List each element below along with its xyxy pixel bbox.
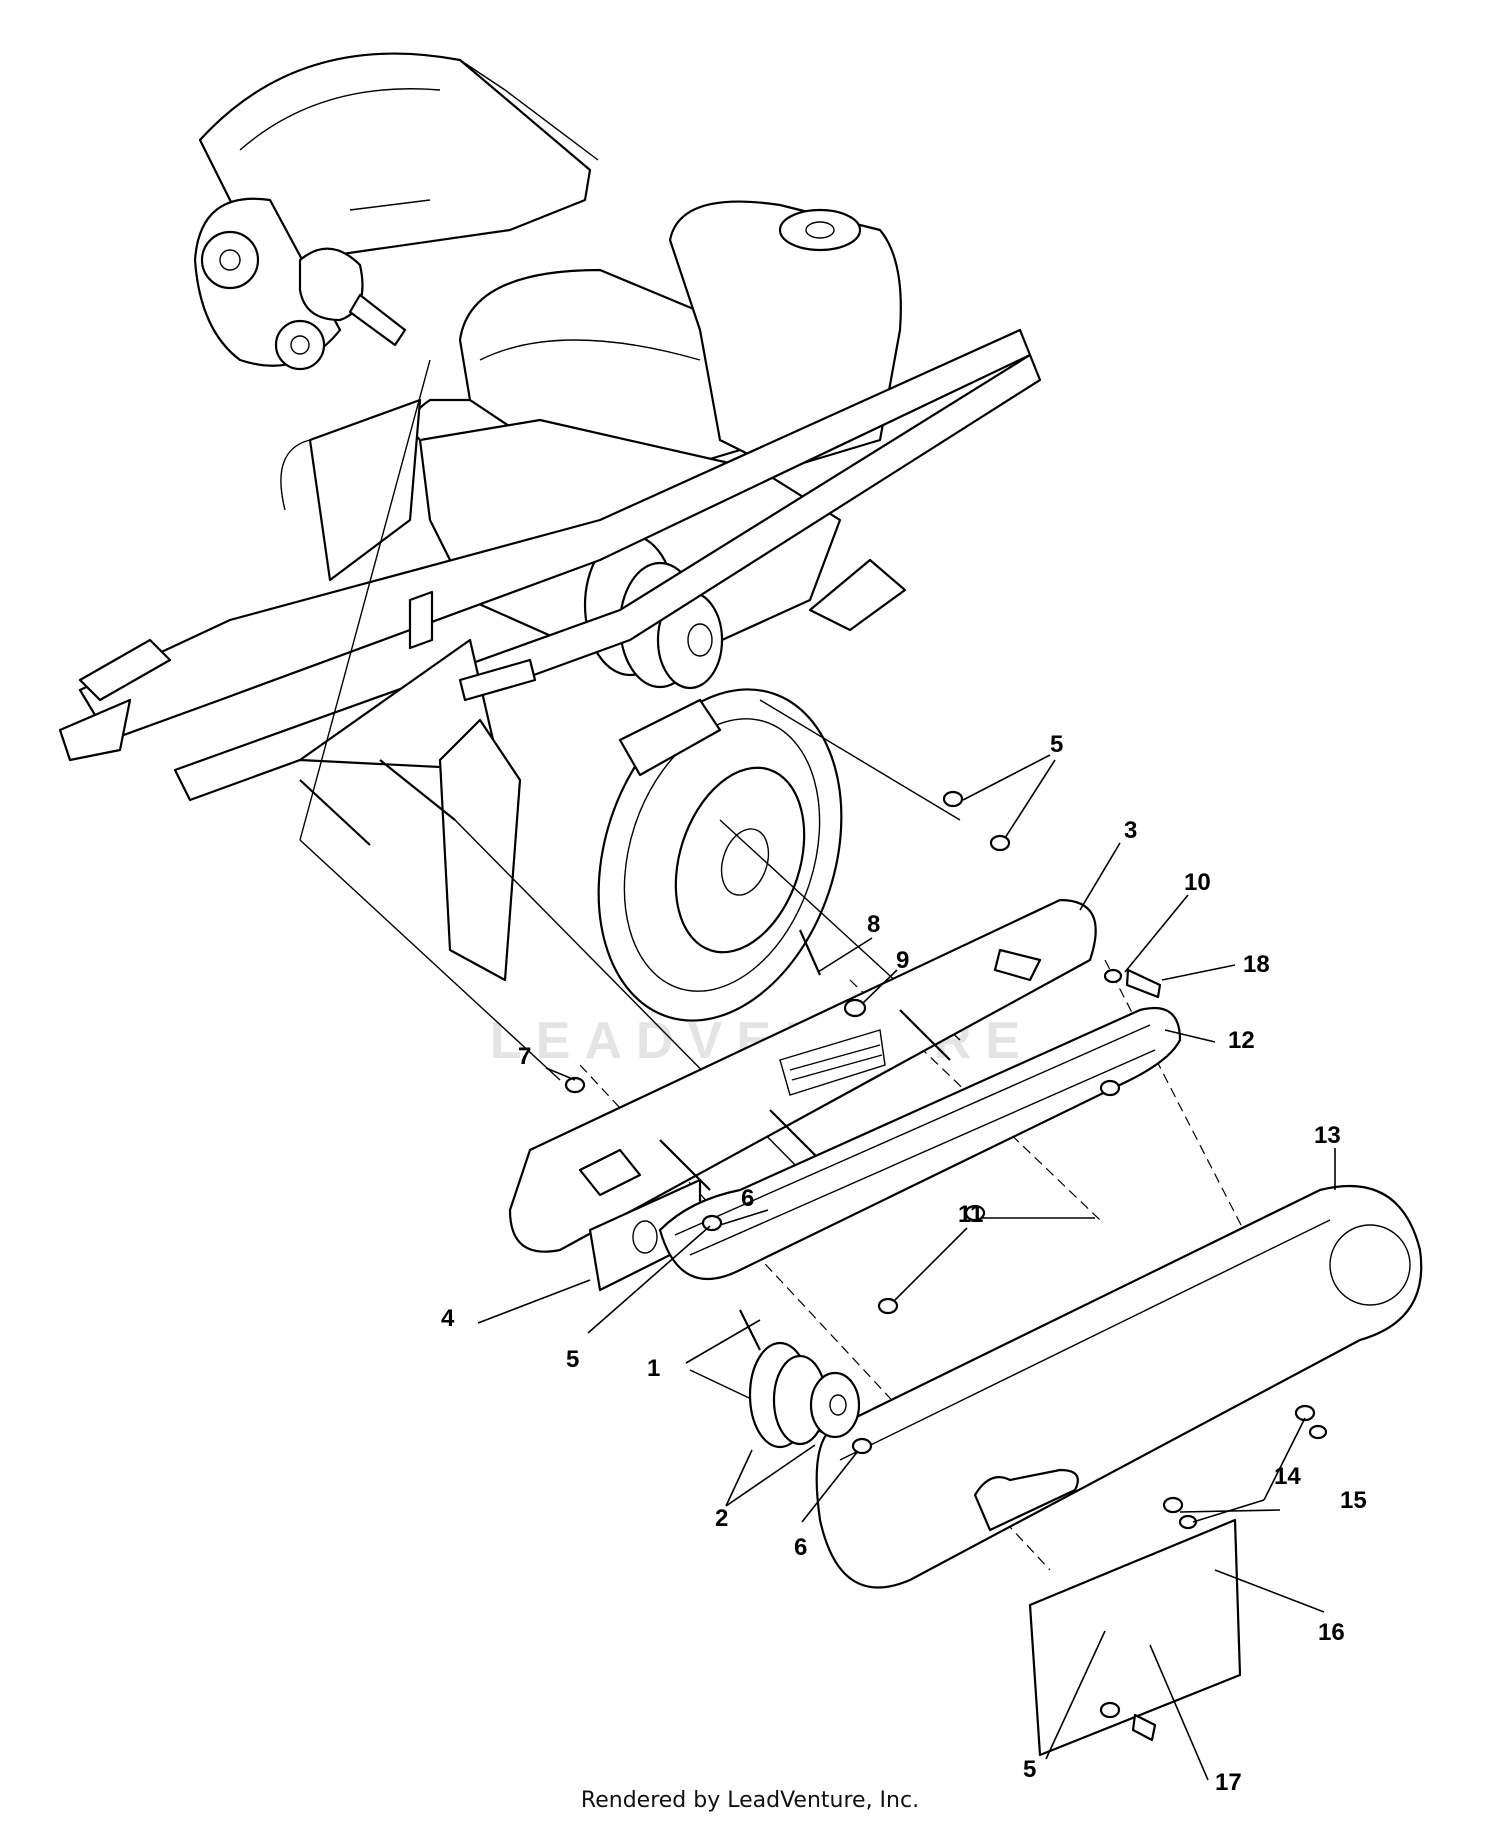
callout-11: 11	[958, 1201, 983, 1228]
callout-16: 16	[1318, 1619, 1345, 1646]
drive-belt	[658, 1006, 1182, 1280]
frame-rail	[58, 328, 1042, 982]
callout-3: 3	[1124, 817, 1137, 844]
callout-14: 14	[1274, 1463, 1301, 1490]
callout-10: 10	[1184, 869, 1211, 896]
callout-15: 15	[1340, 1487, 1367, 1514]
hardware	[564, 790, 1328, 1742]
render-credit: Rendered by LeadVenture, Inc.	[580, 1788, 920, 1813]
vent-grille	[779, 1029, 886, 1096]
callout-1: 1	[647, 1355, 660, 1382]
callout-6-upper: 6	[741, 1185, 754, 1212]
callout-labels: 5 3 10 18 8 9 12 7 13 6 11 4 5 1 2 6 14 …	[441, 731, 1367, 1796]
callout-4: 4	[441, 1305, 455, 1332]
cutter-guard	[198, 52, 599, 262]
callout-12: 12	[1228, 1027, 1255, 1054]
belt-guard	[1028, 1518, 1242, 1757]
engine-fuel-tank	[668, 200, 902, 472]
frame-pins	[299, 759, 456, 846]
rear-tire	[597, 688, 843, 1022]
engine-bracket	[408, 590, 537, 702]
frame-guard-plate	[280, 398, 422, 582]
callout-13: 13	[1314, 1122, 1341, 1149]
drive-plate	[508, 898, 1097, 1253]
callout-18: 18	[1243, 951, 1270, 978]
leader-lines	[477, 754, 1336, 1781]
callout-7: 7	[518, 1043, 531, 1070]
callout-9: 9	[896, 947, 909, 974]
callout-6-lower: 6	[794, 1534, 807, 1561]
callout-5-bottom: 5	[1023, 1756, 1036, 1783]
callout-17: 17	[1215, 1769, 1242, 1796]
callout-2: 2	[715, 1505, 728, 1532]
belt-cover	[815, 1184, 1423, 1589]
callout-5-top: 5	[1050, 731, 1063, 758]
callout-8: 8	[867, 911, 880, 938]
callout-5-left: 5	[566, 1346, 579, 1373]
output-pulley	[739, 1309, 861, 1449]
cutter-wheel	[193, 197, 407, 371]
